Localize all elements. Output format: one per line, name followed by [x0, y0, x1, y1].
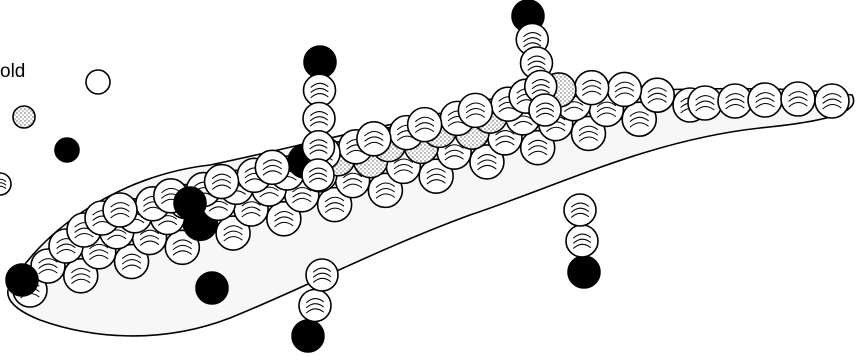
chain-cell [299, 290, 331, 322]
legend-open-circle [86, 70, 110, 94]
body-cell [607, 72, 641, 106]
body-cell [458, 93, 492, 127]
chain-cell [568, 256, 600, 288]
body-cell [103, 193, 137, 227]
legend-label-old: old [0, 62, 25, 81]
end-cell [174, 187, 206, 219]
tail-cell [688, 86, 722, 120]
body-cell [575, 71, 609, 105]
chain-cell [304, 46, 336, 78]
chain-cell [306, 259, 338, 291]
body-cell [640, 78, 674, 112]
body-cell [205, 165, 239, 199]
body-cell [255, 150, 289, 184]
legend-stippled-circle [13, 106, 35, 128]
chain-cell [302, 159, 334, 191]
chain-cell [529, 94, 561, 126]
chain-cell [566, 225, 598, 257]
tail-cell [815, 84, 849, 118]
tail-cell [718, 84, 752, 118]
legend-hatched-circle [0, 173, 11, 195]
chain-cell [303, 103, 335, 135]
body-cell [357, 122, 391, 156]
legend-filled-circle [55, 138, 79, 162]
tail-cell [748, 83, 782, 117]
end-cell [6, 264, 38, 296]
chain-cell [304, 74, 336, 106]
end-cell [196, 272, 228, 304]
tail-cell [781, 82, 815, 116]
chain-cell [292, 320, 324, 352]
chain-cell [303, 131, 335, 163]
body-cell [408, 108, 442, 142]
chain-cell [564, 194, 596, 226]
